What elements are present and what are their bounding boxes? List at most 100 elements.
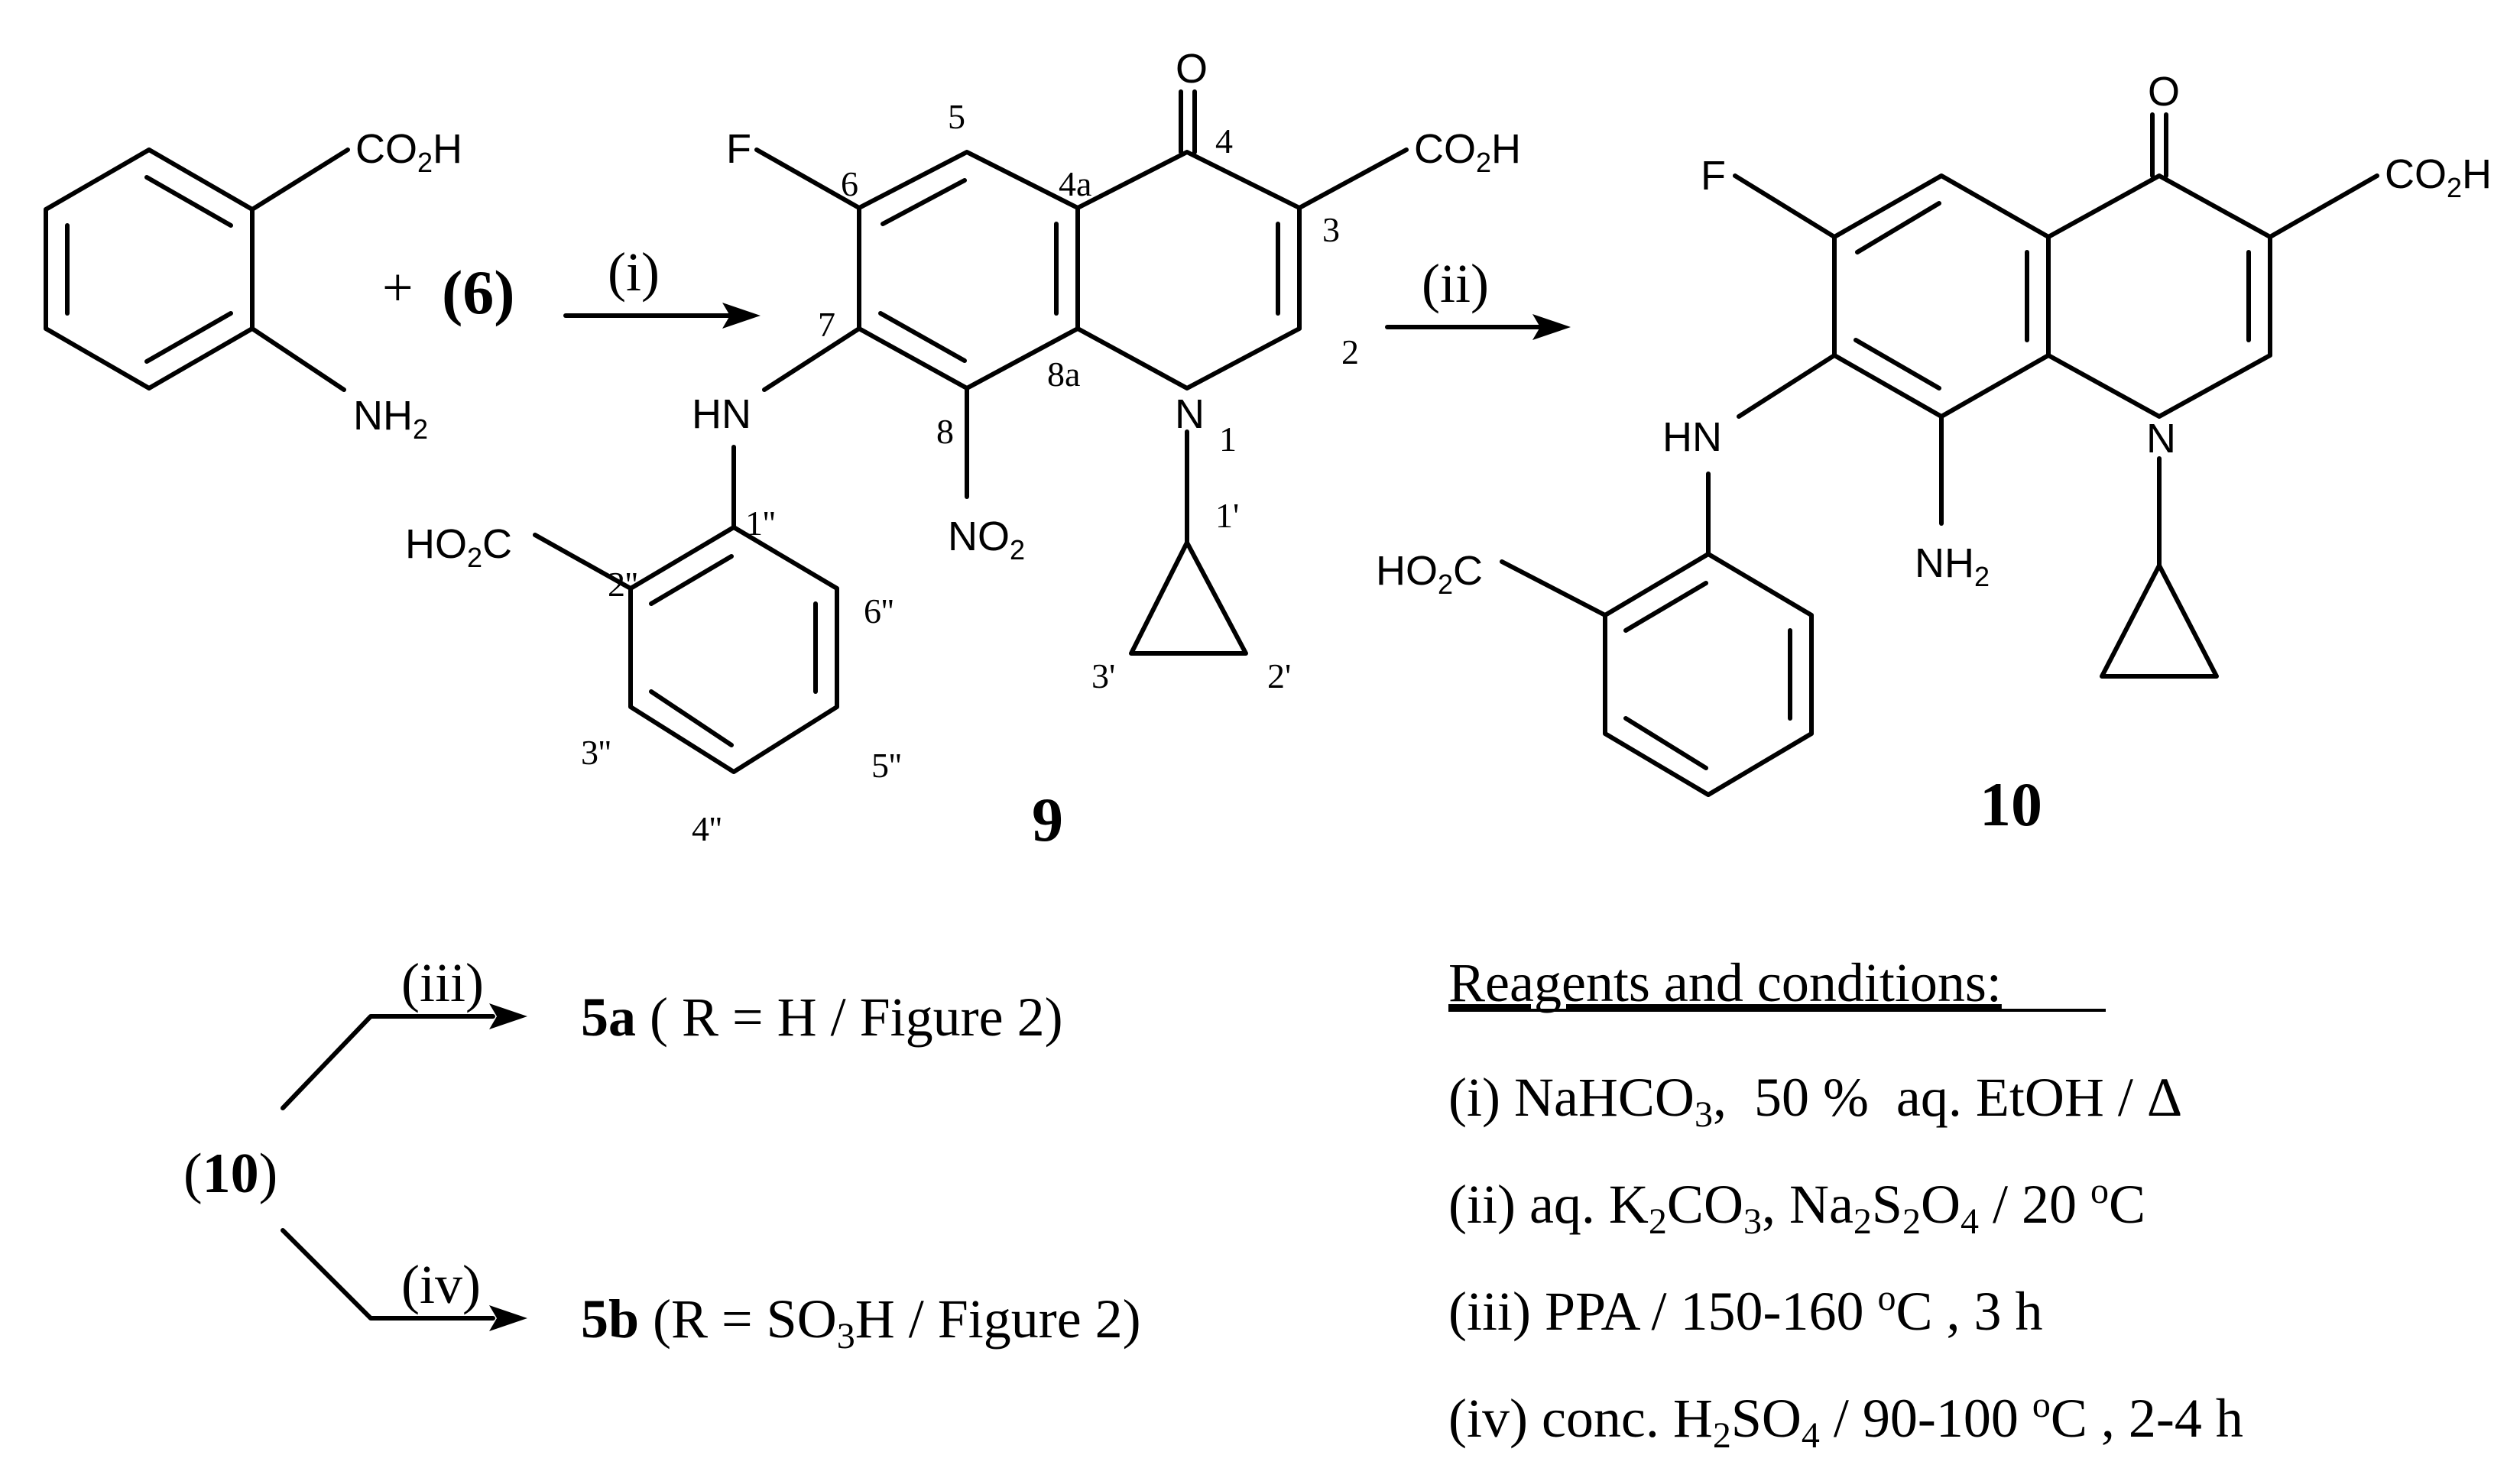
product-5b-text: (R = SO [639,1288,837,1350]
compound-9-label: 9 [1032,785,1063,854]
text: O [1921,1174,1961,1235]
position-6-dprime: 6'' [864,591,894,630]
position-4-dprime: 4'' [692,809,722,848]
paren-close: ) [259,1142,278,1205]
product-5b-sub: 3 [837,1316,855,1356]
atom-h: H [2462,151,2492,197]
svg-text:NO2: NO2 [948,514,1025,565]
atom-hn: HN [692,391,751,437]
text: C , 3 h [1896,1281,2042,1342]
atom-f: F [726,126,751,172]
atom-sub: 2 [417,147,433,178]
reagents-title: Reagents and conditions: [1448,952,2002,1013]
sub: 4 [1802,1415,1820,1456]
sup: o [1877,1278,1896,1318]
atom-ho: HO [405,521,467,567]
svg-text:NH2: NH2 [353,393,428,445]
atom-sub: 2 [2447,172,2462,203]
svg-text:CO2H: CO2H [355,126,462,178]
position-1-prime: 1' [1215,496,1239,535]
product-5b-text-2: H / Figure 2) [855,1288,1141,1350]
atom-sub: 2 [1010,534,1025,565]
atom-h: H [433,126,462,172]
atom-co2h: CO [1414,126,1476,172]
sup: o [2090,1171,2109,1211]
reaction-arrow-i: (i) [563,241,761,329]
step-label-i: (i) [608,241,660,303]
reagent-iii: (iii) PPA / 150-160 [1448,1281,1877,1342]
branch-scheme: (10) (iii) (iv) 5a ( R = H / Figure 2) 5… [183,952,1141,1356]
atom-co2h: CO [355,126,417,172]
text: S [1872,1174,1902,1235]
text: SO [1731,1388,1802,1449]
anthranilic-acid-structure: CO2H NH2 [44,126,462,445]
svg-text:CO2H: CO2H [1414,126,1521,178]
step-label-ii: (ii) [1422,253,1489,314]
sub: 2 [1649,1201,1667,1242]
svg-text:(iii) PPA / 150-160 oC , 3 h: (iii) PPA / 150-160 oC , 3 h [1448,1278,2042,1342]
sub: 3 [1743,1201,1762,1242]
atom-o: O [1176,46,1208,92]
position-5: 5 [948,97,965,136]
svg-text:(ii) aq. K2CO3, Na2S2O4 / 20 o: (ii) aq. K2CO3, Na2S2O4 / 20 oC [1448,1171,2145,1242]
plus-sign: + [382,257,414,318]
text: C [2109,1174,2145,1235]
atom-no2: NO [948,514,1010,559]
reaction-arrow-ii: (ii) [1385,253,1571,340]
paren-open: ( [183,1142,203,1205]
atom-sub: 2 [413,413,428,445]
atom-sub: 2 [1476,147,1491,178]
atom-nh2: NH [1915,540,1974,586]
svg-text:HO2C: HO2C [405,521,512,573]
compound-10-label: 10 [1980,770,2042,839]
position-3-prime: 3' [1091,656,1115,695]
atom-ho: HO [1376,548,1438,594]
atom-sub: 2 [1974,561,1990,592]
atom-nh2: NH [353,393,413,439]
product-5a-text: ( R = H / Figure 2) [636,987,1063,1048]
svg-text:5a ( R = H / Figure 2): 5a ( R = H / Figure 2) [581,987,1063,1048]
step-label-iv: (iv) [401,1254,481,1315]
atom-sub: 2 [1438,569,1453,600]
reagent-iv: (iv) conc. H [1448,1388,1713,1449]
atom-c: C [482,521,512,567]
sub: 3 [1695,1094,1713,1135]
position-8a: 8a [1047,355,1080,394]
product-5a-label: 5a [581,987,636,1048]
atom-c: C [1453,548,1483,594]
compound-10-ref: 10 [203,1142,259,1205]
atom-hn: HN [1662,414,1722,460]
atom-f: F [1701,153,1726,199]
reagent-ii: (ii) aq. K [1448,1174,1649,1235]
position-4: 4 [1215,122,1233,160]
position-1: 1 [1219,420,1237,459]
sub: 2 [1902,1201,1921,1242]
position-6: 6 [841,164,858,203]
sub: 2 [1854,1201,1872,1242]
svg-text:5b (R = SO3H / Figure 2): 5b (R = SO3H / Figure 2) [581,1288,1141,1356]
text: / 20 [1979,1174,2090,1235]
position-4a: 4a [1059,164,1091,203]
svg-text:CO2H: CO2H [2385,151,2492,203]
reagent-i: (i) NaHCO [1448,1067,1695,1128]
position-7: 7 [818,305,835,344]
reagent-i-rest: , 50 % aq. EtOH / Δ [1713,1067,2182,1128]
sub: 2 [1713,1415,1731,1456]
compound-10-structure: O CO2H F HN N NH2 HO2C 10 [1376,69,2492,839]
position-5-dprime: 5'' [871,746,902,785]
sup: o [2032,1385,2051,1425]
svg-text:(i) NaHCO3, 50 % aq. EtOH /: (i) NaHCO3, 50 % aq. EtOH / Δ [1448,1067,2182,1135]
product-5b-label: 5b [581,1288,639,1350]
svg-text:HO2C: HO2C [1376,548,1483,600]
step-label-iii: (iii) [401,952,484,1013]
svg-text:(iv) conc. H2SO4 / 90-100 oC ,: (iv) conc. H2SO4 / 90-100 oC , 2-4 h [1448,1385,2243,1456]
atom-sub: 2 [467,542,482,573]
atom-o: O [2148,69,2180,115]
position-2: 2 [1341,332,1359,371]
atom-n: N [2146,416,2176,462]
position-3: 3 [1322,210,1340,249]
text: C , 2-4 h [2051,1388,2243,1449]
text: , Na [1762,1174,1854,1235]
position-2-dprime: 2'' [608,565,638,604]
